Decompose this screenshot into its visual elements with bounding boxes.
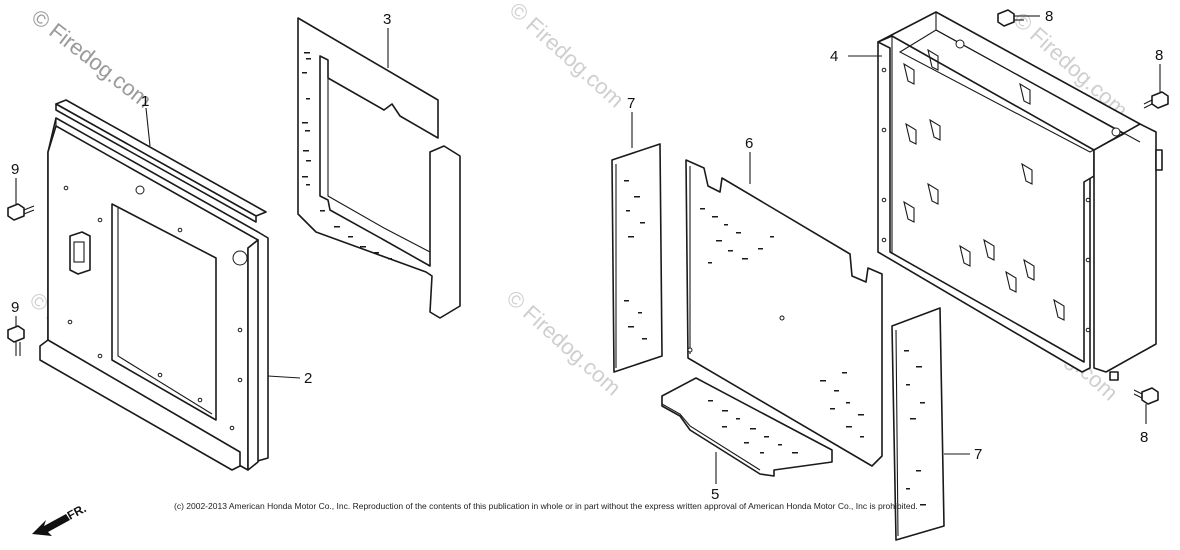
callout-5: 5 — [711, 486, 719, 503]
part-5-bottom-plate — [661, 377, 833, 477]
copyright-notice: (c) 2002-2013 American Honda Motor Co., … — [174, 501, 918, 511]
part-7-strip-right — [891, 307, 945, 541]
callout-9-lower: 9 — [11, 299, 19, 316]
callout-2: 2 — [304, 370, 312, 387]
callout-8-right: 8 — [1155, 47, 1163, 64]
front-direction-arrow: FR. — [32, 501, 88, 536]
bolt-8-right — [1143, 91, 1169, 109]
part-3-gasket-frame — [297, 17, 461, 319]
part-4-rear-box — [877, 11, 1163, 381]
watermark-mid-center: © Firedog.com — [502, 285, 626, 400]
callout-9-upper: 9 — [11, 161, 19, 178]
part-7-strip-left — [611, 143, 663, 373]
bolt-8-top — [997, 9, 1024, 27]
bolt-9-lower — [7, 325, 25, 356]
watermark-top-center: © Firedog.com — [505, 0, 629, 112]
part-2-front-panel — [39, 117, 269, 471]
callout-7-left: 7 — [627, 95, 635, 112]
callout-1: 1 — [141, 93, 149, 110]
callout-7-right: 7 — [974, 446, 982, 463]
callout-8-bottom: 8 — [1140, 429, 1148, 446]
callout-4: 4 — [830, 48, 838, 65]
callout-6: 6 — [745, 135, 753, 152]
watermark-top-left: © Firedog.com — [27, 4, 156, 113]
part-6-plate — [685, 159, 883, 467]
part-1-strip — [55, 99, 267, 223]
callout-3: 3 — [383, 11, 391, 28]
bolt-9-upper — [7, 203, 35, 221]
leader-lines — [15, 15, 1161, 484]
callout-8-top: 8 — [1045, 8, 1053, 25]
bolt-8-bottom — [1133, 387, 1159, 405]
